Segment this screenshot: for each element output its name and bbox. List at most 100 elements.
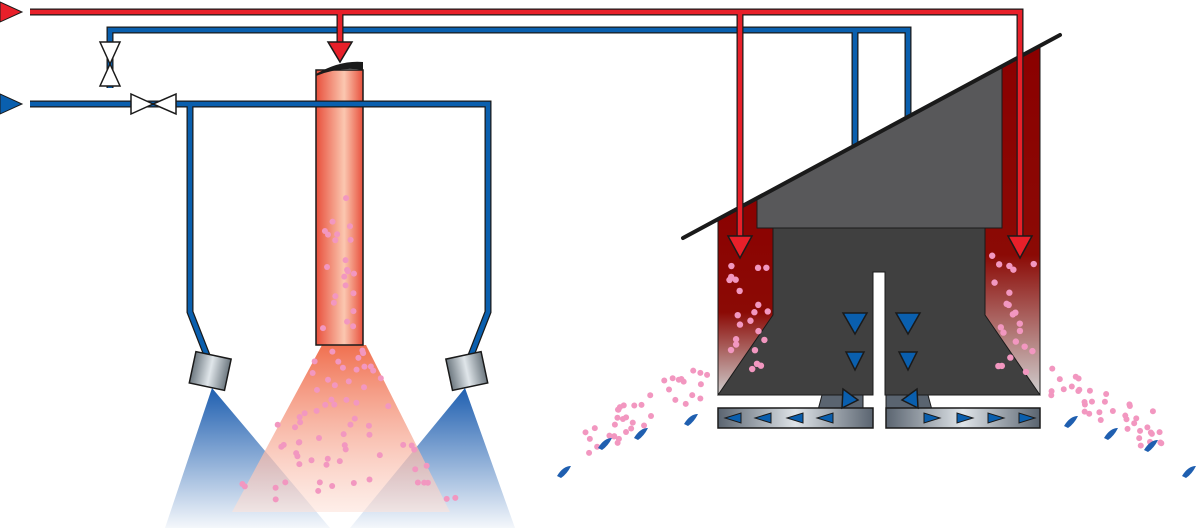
arrow-down-icon xyxy=(1006,235,1034,260)
arrow-left-icon xyxy=(723,412,742,424)
particle xyxy=(988,252,996,259)
particle xyxy=(690,367,697,374)
particle xyxy=(361,363,368,370)
arrow-down-icon xyxy=(844,351,866,372)
particle xyxy=(297,419,304,426)
particle xyxy=(697,381,704,388)
particle xyxy=(361,384,368,391)
particle xyxy=(321,228,328,235)
particle xyxy=(295,439,302,446)
particle xyxy=(631,402,638,409)
plume-particles xyxy=(239,347,459,503)
particle xyxy=(672,396,679,403)
roof-line xyxy=(681,33,1062,240)
hot-arrowheads xyxy=(326,41,1034,260)
particle xyxy=(1096,409,1103,416)
particle xyxy=(365,422,372,429)
particle xyxy=(749,365,756,373)
particle xyxy=(1126,402,1133,409)
particle xyxy=(734,311,741,319)
particle xyxy=(641,422,648,429)
particle xyxy=(728,262,735,270)
particle xyxy=(360,350,367,357)
particle xyxy=(1133,415,1140,422)
wall-particles xyxy=(726,252,1037,376)
particle xyxy=(296,414,303,421)
particle xyxy=(629,419,636,426)
arrow-right-icon xyxy=(987,412,1006,424)
particle xyxy=(764,308,771,315)
particle xyxy=(1049,365,1056,372)
particle xyxy=(282,479,289,486)
particle xyxy=(647,392,654,399)
outlet-spray-particles xyxy=(557,365,1196,478)
particle xyxy=(1131,420,1138,427)
particle xyxy=(452,494,459,501)
particle xyxy=(408,442,415,449)
particle xyxy=(628,425,635,432)
particle xyxy=(443,495,450,502)
particle xyxy=(1022,368,1030,376)
hot-pipes xyxy=(30,9,1023,238)
particle xyxy=(315,487,322,494)
particle xyxy=(292,424,299,431)
particle xyxy=(1012,338,1020,345)
particle xyxy=(1075,387,1082,394)
particle xyxy=(751,346,759,354)
particle xyxy=(1060,386,1067,393)
particle xyxy=(334,231,341,238)
upper-body xyxy=(756,65,1003,229)
valve-vertical-icon xyxy=(98,41,122,87)
particle xyxy=(329,218,336,225)
particle xyxy=(351,415,358,422)
particle xyxy=(661,377,668,384)
particle xyxy=(412,466,419,473)
particle xyxy=(342,282,349,289)
particle xyxy=(322,401,329,408)
particle xyxy=(1068,383,1075,390)
particle xyxy=(591,425,598,432)
particle xyxy=(332,293,339,300)
particle xyxy=(1056,376,1063,383)
particle xyxy=(331,382,338,389)
particle xyxy=(328,396,335,403)
arrow-down-icon xyxy=(726,235,754,260)
particle xyxy=(341,273,348,280)
particle xyxy=(350,323,357,330)
particle xyxy=(586,435,593,442)
particle xyxy=(323,461,330,468)
particle xyxy=(324,455,331,462)
particle xyxy=(620,402,627,409)
particle xyxy=(324,263,331,270)
particle xyxy=(335,358,342,365)
particle xyxy=(763,264,770,271)
particle xyxy=(753,360,761,368)
particle xyxy=(582,429,589,436)
particle xyxy=(1147,429,1154,436)
particle xyxy=(1144,424,1151,431)
particle xyxy=(366,431,373,438)
particle xyxy=(1137,442,1144,449)
particle xyxy=(293,450,300,457)
particle xyxy=(611,433,618,440)
particle xyxy=(343,396,350,403)
particle xyxy=(614,439,621,446)
particle xyxy=(648,412,655,419)
particle xyxy=(755,327,762,335)
particle xyxy=(704,371,711,378)
water-drop-icon xyxy=(1104,428,1118,440)
arrow-down-icon xyxy=(841,312,869,336)
arrow-down-icon xyxy=(326,41,354,64)
particle xyxy=(342,257,349,264)
arrow-right-icon xyxy=(1018,412,1037,424)
water-drop-icon xyxy=(557,466,571,478)
particle xyxy=(995,261,1003,268)
particle xyxy=(1124,425,1131,432)
particle xyxy=(309,370,316,377)
particle xyxy=(353,399,360,406)
particle xyxy=(1086,410,1093,417)
particle xyxy=(313,386,320,393)
particle xyxy=(239,480,246,487)
particle xyxy=(301,410,308,417)
cold-arrowheads xyxy=(841,312,922,410)
